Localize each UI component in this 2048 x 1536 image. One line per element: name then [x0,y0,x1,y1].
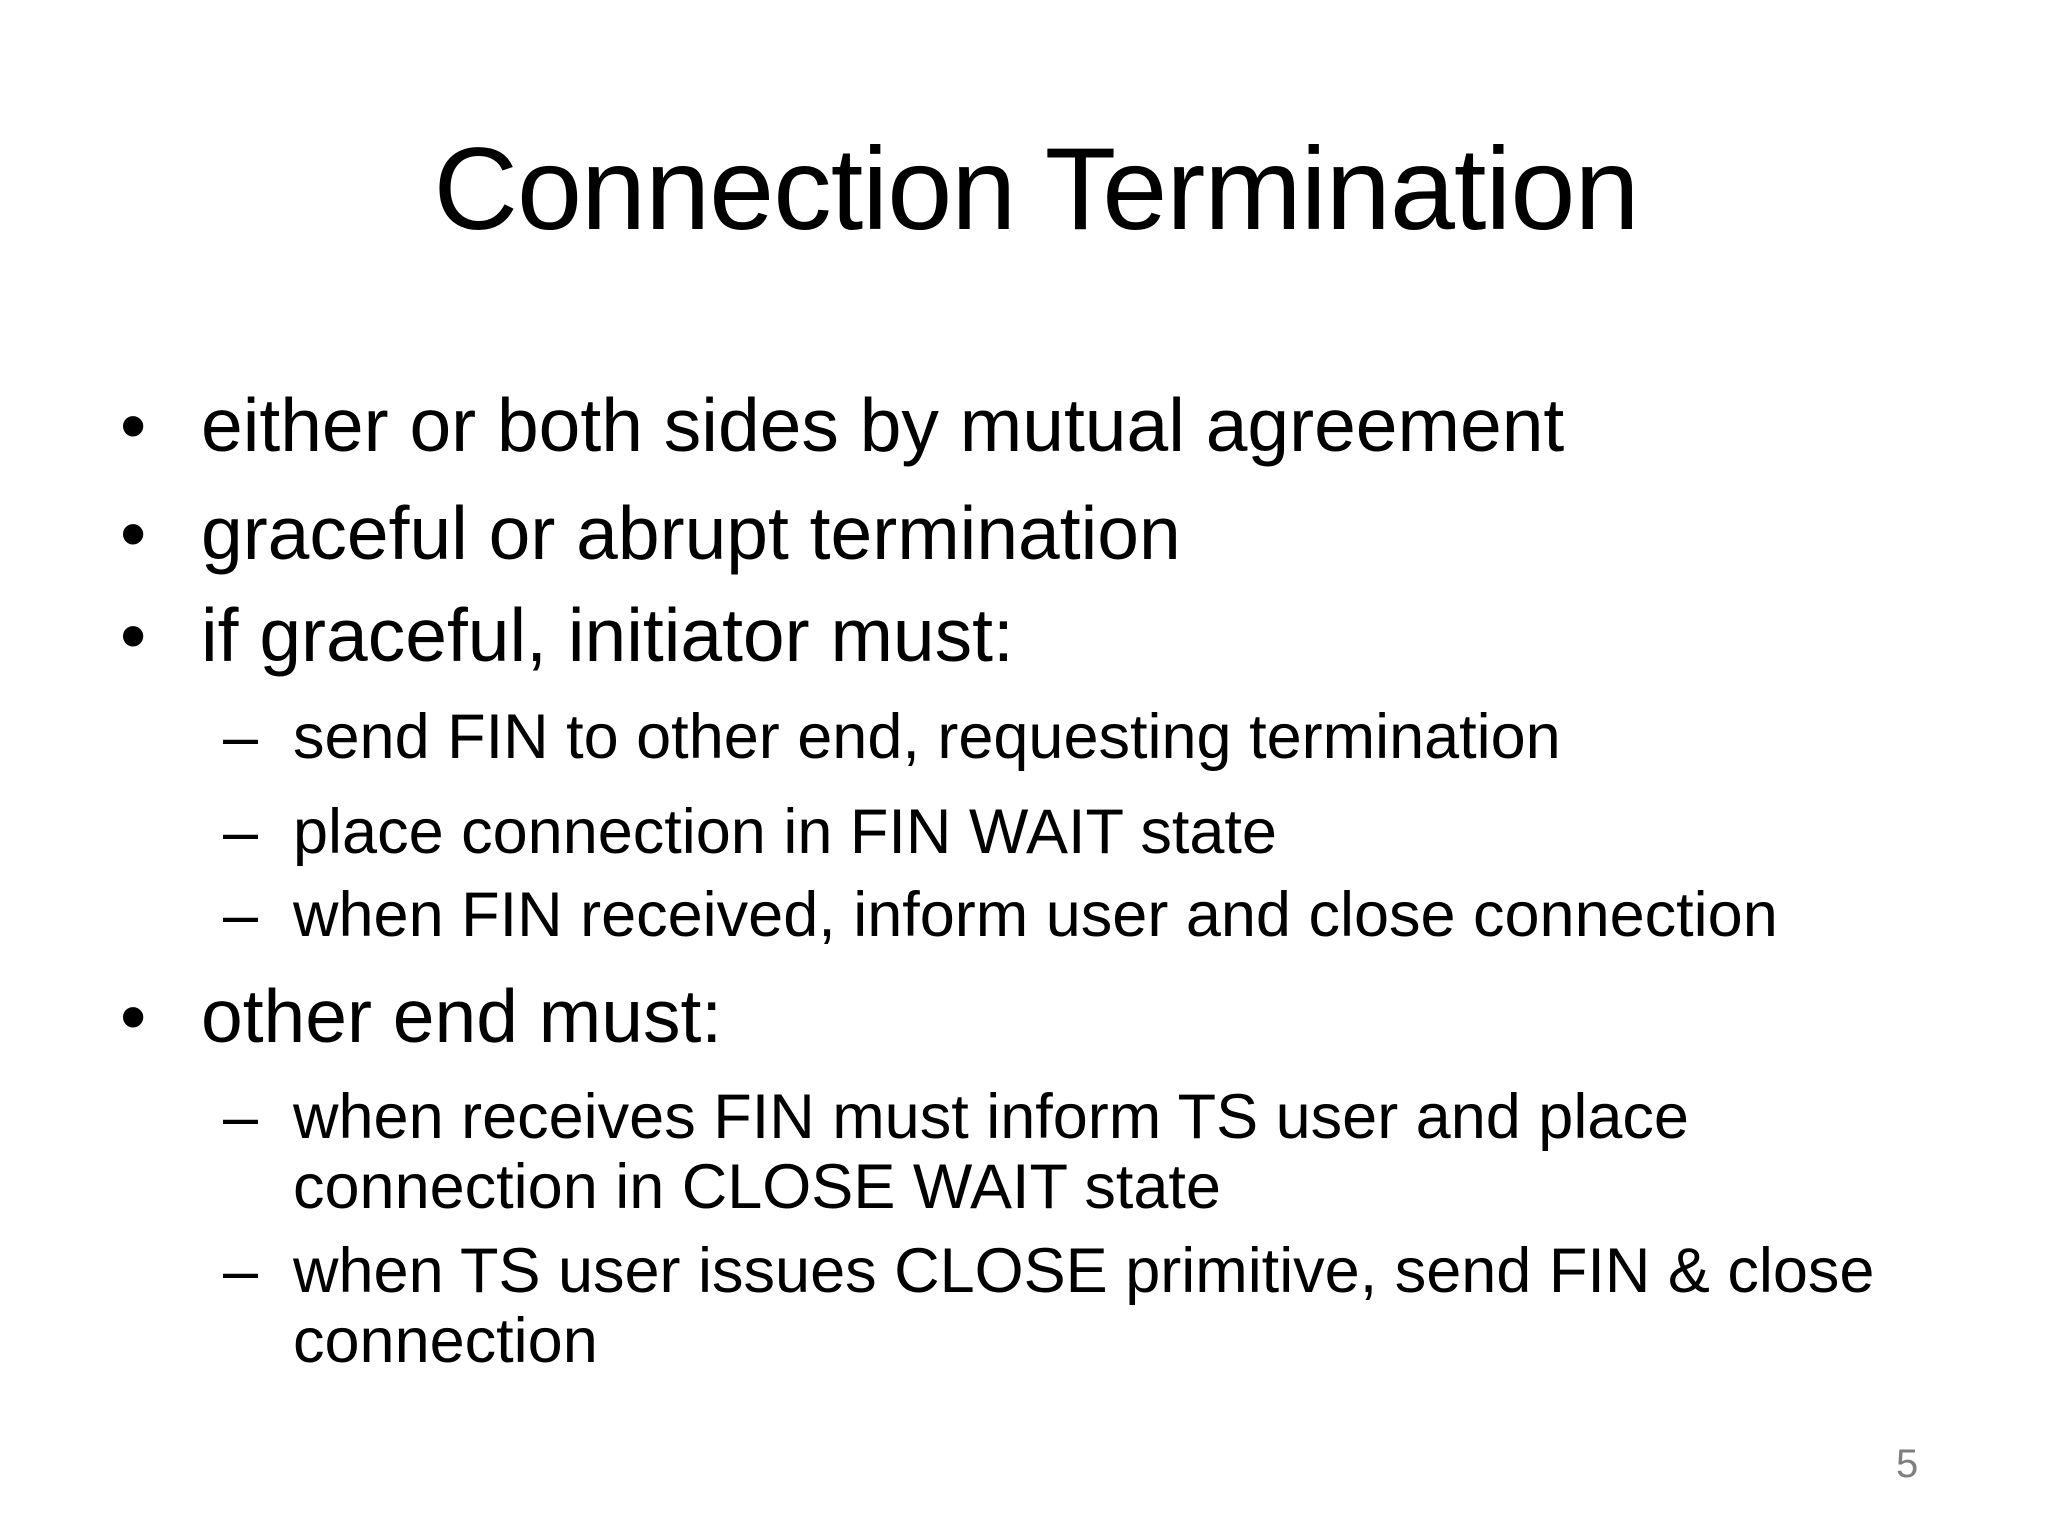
page-number: 5 [1896,1442,1919,1486]
sub-bullet-item: – when TS user issues CLOSE primitive, s… [223,1236,1875,1376]
bullet-text-line: if graceful, initiator must: [201,593,1014,677]
dash-marker: – [223,1082,259,1152]
sub-bullet-item: – when receives FIN must inform TS user … [223,1082,1689,1222]
bullet-item: • other end must: [120,974,723,1058]
bullet-text-line: place connection in FIN WAIT state [293,797,1277,867]
sub-bullet-item: – when FIN received, inform user and clo… [223,880,1778,950]
dash-marker: – [223,880,259,950]
bullet-item: • graceful or abrupt termination [120,491,1181,575]
bullet-text-line: graceful or abrupt termination [201,491,1181,575]
bullet-text-line: other end must: [201,974,723,1058]
bullet-marker: • [120,383,147,467]
dash-marker: – [223,702,259,772]
sub-bullet-item: – send FIN to other end, requesting term… [223,702,1561,772]
bullet-text-line: either or both sides by mutual agreement [201,383,1565,467]
bullet-text-line: connection in CLOSE WAIT state [293,1152,1221,1222]
page-title: Connection Termination [433,123,1639,254]
dash-marker: – [223,797,259,867]
bullet-text-line: connection [293,1306,598,1376]
bullet-item: • if graceful, initiator must: [120,593,1014,677]
bullet-text-line: send FIN to other end, requesting termin… [293,702,1561,772]
bullet-text-line: when FIN received, inform user and close… [293,880,1778,950]
dash-marker: – [223,1236,259,1306]
bullet-item: • either or both sides by mutual agreeme… [120,383,1565,467]
bullet-text-line: when TS user issues CLOSE primitive, sen… [293,1236,1875,1306]
bullet-marker: • [120,593,147,677]
bullet-marker: • [120,491,147,575]
bullet-marker: • [120,974,147,1058]
bullet-text-line: when receives FIN must inform TS user an… [293,1082,1689,1152]
sub-bullet-item: – place connection in FIN WAIT state [223,797,1277,867]
